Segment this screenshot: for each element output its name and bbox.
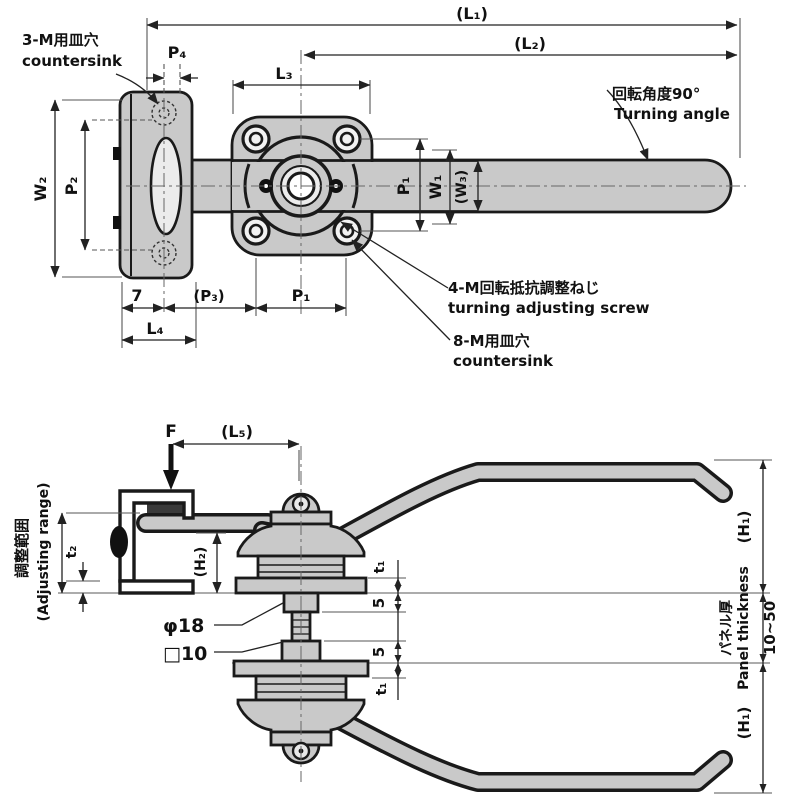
label-h2: (H₂) [193,547,209,578]
label-countersink8-jp: 8-M用皿穴 [453,332,530,350]
label-dia18: φ18 [163,615,204,637]
label-l4: L₄ [146,319,163,338]
label-turning-angle-jp: 回転角度90° [612,85,700,103]
label-5-bottom: 5 [370,647,388,657]
label-adjusting-range-en: (Adjusting range) [36,483,52,622]
label-adjusting-screw-en: turning adjusting screw [448,299,650,317]
side-view: F (L₅) 調整範囲 (Adjusting range) t₂ (H₂) φ1… [13,422,779,794]
keeper-bottom-flange [118,579,195,595]
label-l1: (L₁) [456,4,488,23]
label-w2: W₂ [31,177,50,202]
side-dimension-lines [57,439,767,793]
label-w3: (W₃) [454,170,470,204]
adjust-pad [147,504,187,513]
label-p3: (P₃) [193,287,224,305]
bottom-grip-arm [330,710,733,792]
corner-screw-icon [248,131,264,147]
adjusting-pin-left-dot [264,184,268,188]
bracket-nub [113,216,121,229]
label-t1-top: t₁ [372,561,388,574]
label-p4: P₄ [168,43,187,62]
corner-screw-icon [339,223,355,239]
keeper-bump [110,526,128,558]
leader-turning-angle [606,89,649,161]
label-p2: P₂ [62,177,81,196]
label-countersink3-en: countersink [22,52,123,70]
label-panel-thickness-jp: パネル厚 [719,600,735,656]
label-adjusting-range-jp: 調整範囲 [13,518,31,578]
label-p1-right: P₁ [394,177,413,196]
corner-screw-icon [248,223,264,239]
label-p1-bottom: P₁ [292,286,311,305]
label-adjusting-screw-jp: 4-M回転抵抗調整ねじ [448,279,600,297]
label-countersink3-jp: 3-M用皿穴 [22,31,99,49]
top-grip-arm [330,462,733,548]
leader-dia18 [214,602,284,626]
label-5-top: 5 [370,598,388,608]
label-sq10: □10 [163,643,207,665]
force-arrow [163,444,179,490]
label-t1-bottom: t₁ [374,683,390,696]
mounting-bracket [113,90,194,280]
label-turning-angle-en: Turning angle [614,105,730,123]
top-view: (L₁) (L₂) L₃ P₄ 3-M用皿穴 countersink 回転角度9… [22,4,746,370]
leader-countersink8 [351,239,451,341]
label-countersink8-en: countersink [453,352,554,370]
bracket-nub [113,147,121,160]
label-l2: (L₂) [514,34,546,53]
label-force: F [165,422,177,442]
label-h1-top: (H₁) [735,511,753,544]
label-panel-range: 10~50 [761,601,779,655]
label-w1: W₁ [426,175,445,200]
label-t2: t₂ [64,546,80,559]
force-arrowhead-icon [163,470,179,490]
corner-screw-icon [339,131,355,147]
label-l5: (L₅) [221,422,253,441]
label-panel-thickness-en: Panel thickness [736,566,752,690]
label-h1-bottom: (H₁) [735,707,753,740]
label-7: 7 [131,286,142,305]
leader-sq10 [214,641,284,653]
top-dimension-lines [50,20,738,345]
label-l3: L₃ [275,64,292,83]
leader-adjusting-screw [340,221,449,289]
side-extension-lines [66,450,772,794]
leader-countersink3 [115,73,159,105]
keeper-bracket [110,489,195,595]
